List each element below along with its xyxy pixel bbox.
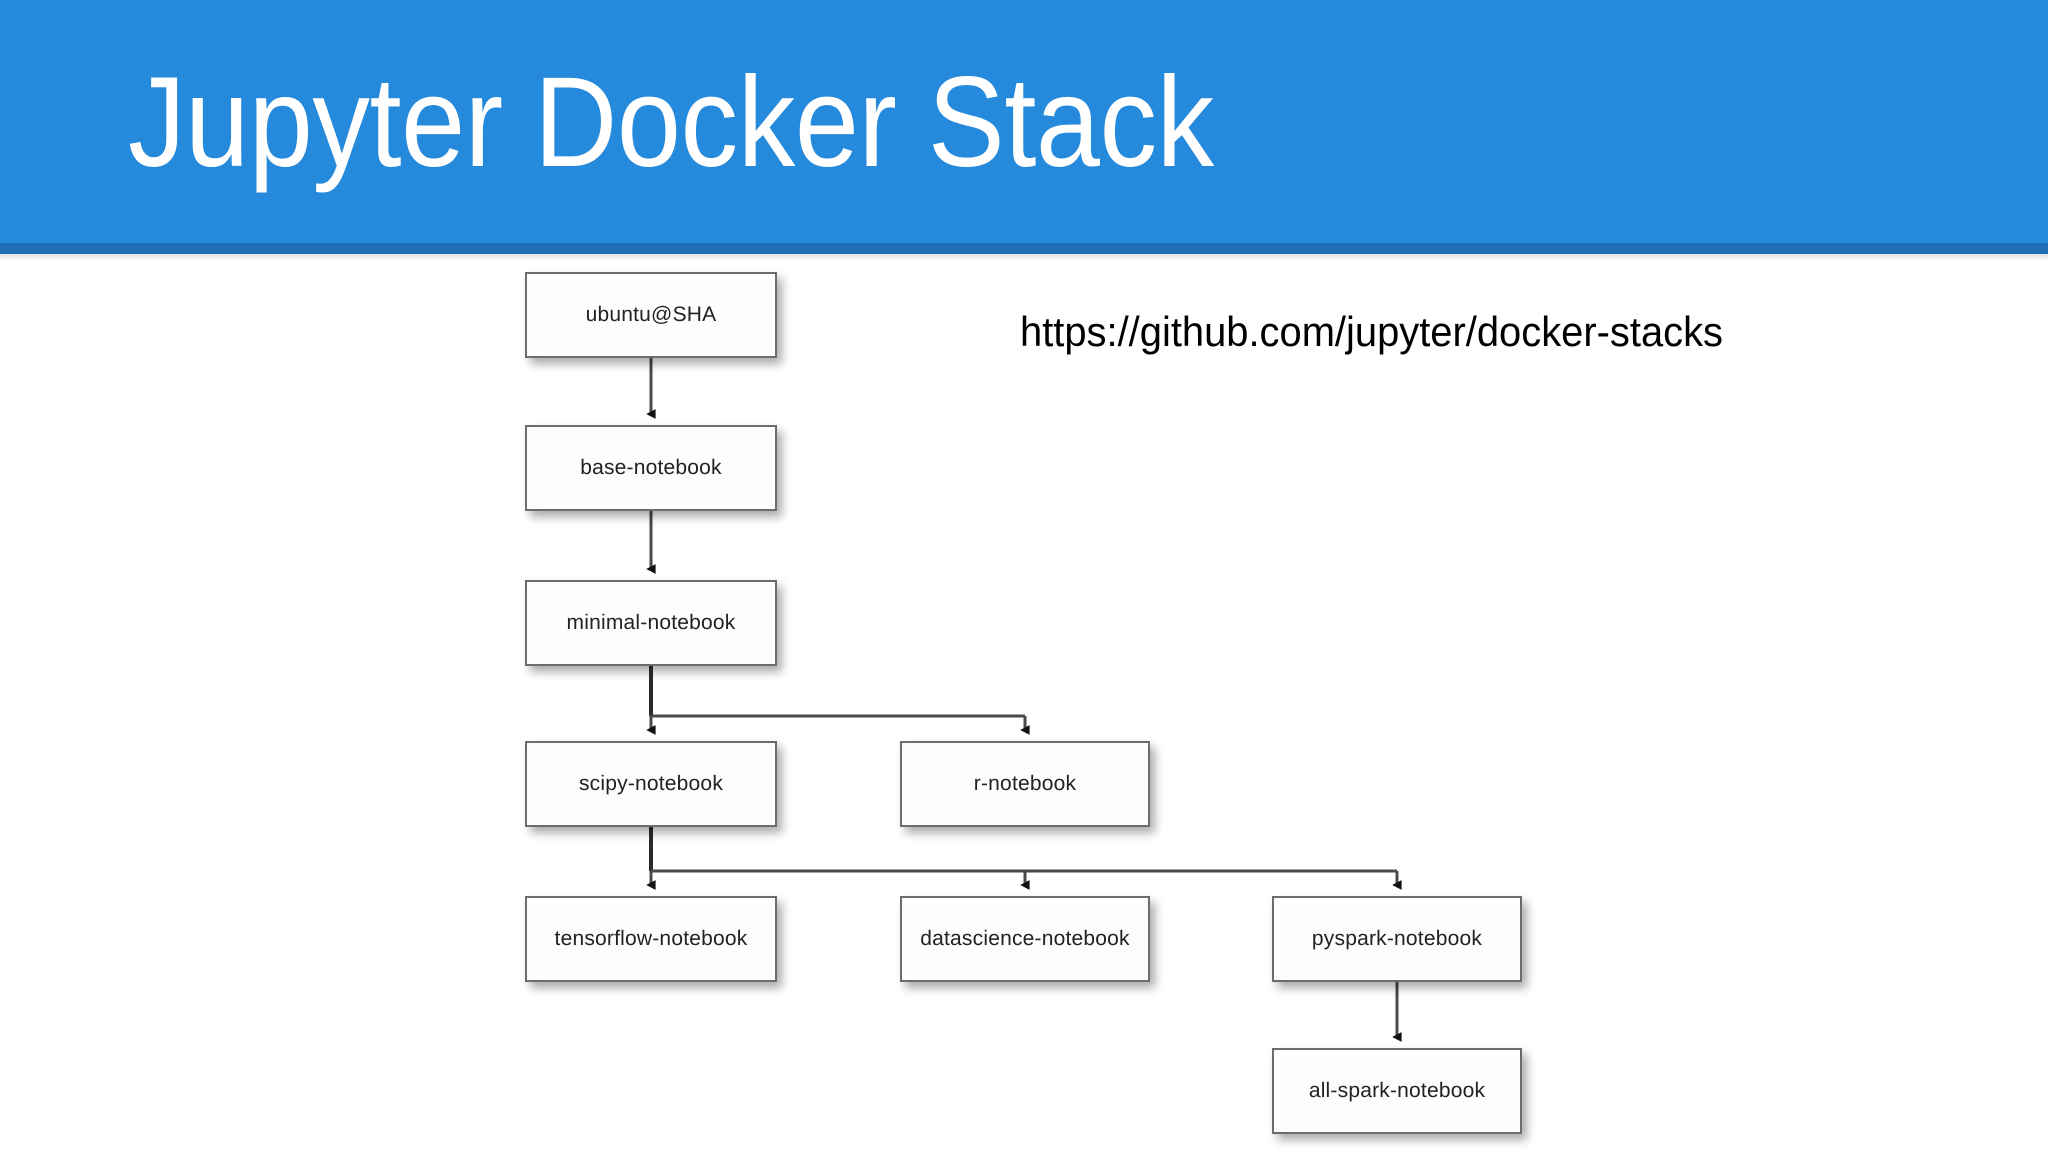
node-base-notebook[interactable]: base-notebook bbox=[525, 425, 777, 511]
docker-stack-flowchart: ubuntu@SHA base-notebook minimal-noteboo… bbox=[0, 254, 2048, 1152]
node-label: base-notebook bbox=[580, 456, 722, 479]
node-ubuntu[interactable]: ubuntu@SHA bbox=[525, 272, 777, 358]
node-all-spark-notebook[interactable]: all-spark-notebook bbox=[1272, 1048, 1522, 1134]
node-label: minimal-notebook bbox=[566, 611, 736, 634]
header-drop-shadow bbox=[0, 254, 2048, 261]
node-label: datascience-notebook bbox=[920, 927, 1130, 950]
page-title: Jupyter Docker Stack bbox=[128, 51, 1214, 194]
node-minimal-notebook[interactable]: minimal-notebook bbox=[525, 580, 777, 666]
node-tensorflow-notebook[interactable]: tensorflow-notebook bbox=[525, 896, 777, 982]
node-scipy-notebook[interactable]: scipy-notebook bbox=[525, 741, 777, 827]
node-datascience-notebook[interactable]: datascience-notebook bbox=[900, 896, 1150, 982]
header-underline-accent bbox=[0, 243, 2048, 254]
node-r-notebook[interactable]: r-notebook bbox=[900, 741, 1150, 827]
node-label: ubuntu@SHA bbox=[585, 303, 717, 326]
node-label: all-spark-notebook bbox=[1308, 1079, 1486, 1102]
node-label: r-notebook bbox=[973, 772, 1077, 795]
node-label: tensorflow-notebook bbox=[554, 927, 748, 950]
repo-url-text: https://github.com/jupyter/docker-stacks bbox=[1020, 308, 1723, 355]
node-label: scipy-notebook bbox=[578, 772, 724, 795]
node-pyspark-notebook[interactable]: pyspark-notebook bbox=[1272, 896, 1522, 982]
header-band bbox=[0, 0, 2048, 243]
node-label: pyspark-notebook bbox=[1311, 927, 1483, 950]
flowchart-connectors bbox=[646, 358, 1402, 1042]
